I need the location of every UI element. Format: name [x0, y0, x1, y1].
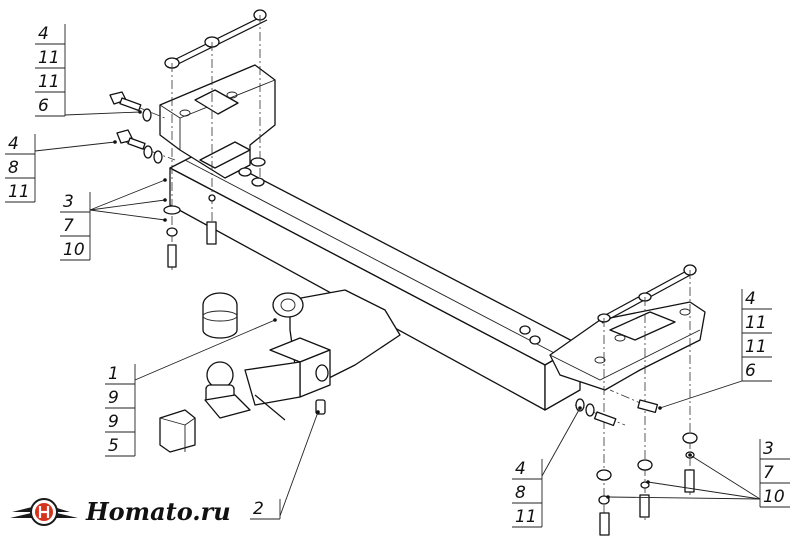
leader-dot [138, 110, 142, 114]
callout-leader-line [89, 199, 166, 211]
callout-number: 4 [745, 289, 756, 309]
leader-dot [646, 480, 650, 484]
callout-leader-line [34, 141, 116, 152]
callout-number: 7 [63, 216, 74, 236]
callout-leader-line [279, 411, 319, 517]
leader-dot [273, 318, 277, 322]
callout-number: 4 [515, 459, 526, 479]
callout-stack-left-mid: 4 8 11 [5, 134, 117, 203]
leader-dot [606, 495, 610, 499]
callout-number: 10 [763, 487, 785, 507]
leader-dot [578, 406, 582, 410]
callout-leader-line [89, 209, 166, 221]
callout-number: 8 [515, 483, 526, 503]
callout-number: 3 [63, 192, 74, 212]
leader-dot [113, 140, 117, 144]
right-fasteners [519, 325, 698, 536]
leader-dot [316, 410, 320, 414]
callout-number: 4 [38, 24, 49, 44]
leader-dot [163, 198, 167, 202]
callout-leader-line [134, 319, 276, 381]
callout-stack-top-left: 4 11 11 6 [35, 24, 142, 117]
callout-number: 6 [745, 361, 756, 381]
callout-number: 3 [763, 439, 774, 459]
callout-number: 2 [253, 499, 264, 519]
callout-number: 10 [63, 240, 85, 260]
callout-leader-line [89, 179, 166, 211]
callout-stack-right-low: 3 7 10 [606, 439, 790, 508]
homato-logo: Homato.ru [10, 497, 231, 526]
callout-leader-line [607, 496, 761, 500]
leader-dot [658, 406, 662, 410]
callout-leader-line [64, 111, 141, 116]
callout-number: 11 [515, 507, 537, 527]
wing-emblem-icon [10, 498, 78, 526]
callout-number: 11 [745, 337, 767, 357]
ball-cap [202, 292, 238, 339]
callout-number: 4 [8, 134, 19, 154]
receiver-plug [159, 409, 196, 453]
right-rod [597, 264, 697, 324]
callout-number: 11 [745, 313, 767, 333]
callout-number: 11 [38, 48, 60, 68]
left-fasteners [109, 91, 266, 268]
callout-stack-bottom-mid: 4 8 11 [512, 406, 582, 528]
callout-stack-right-top: 4 11 11 6 [658, 289, 772, 410]
callout-stack-left-low: 3 7 10 [60, 178, 167, 261]
callout-leader-line [541, 407, 581, 477]
callout-leader-line [647, 481, 761, 500]
leader-dot [163, 218, 167, 222]
callout-stack-bolt: 2 [250, 410, 320, 520]
callout-number: 1 [108, 364, 119, 384]
callout-number: 9 [108, 388, 119, 408]
callout-number: 11 [8, 182, 30, 202]
callout-number: 5 [108, 436, 119, 456]
callout-leader-line [689, 454, 761, 500]
right-mounting-bracket [549, 301, 706, 391]
leader-dot [688, 453, 692, 457]
leader-dot [163, 178, 167, 182]
callout-number: 9 [108, 412, 119, 432]
callout-leader-line [659, 380, 743, 409]
top-left-rod [164, 9, 268, 69]
logo-wordmark: Homato.ru [85, 497, 231, 526]
tow-ball [204, 361, 251, 419]
hitch-receiver [244, 289, 401, 421]
left-mounting-bracket [159, 64, 276, 179]
callout-number: 6 [38, 96, 49, 116]
callout-number: 7 [763, 463, 774, 483]
callout-number: 8 [8, 158, 19, 178]
callout-number: 11 [38, 72, 60, 92]
